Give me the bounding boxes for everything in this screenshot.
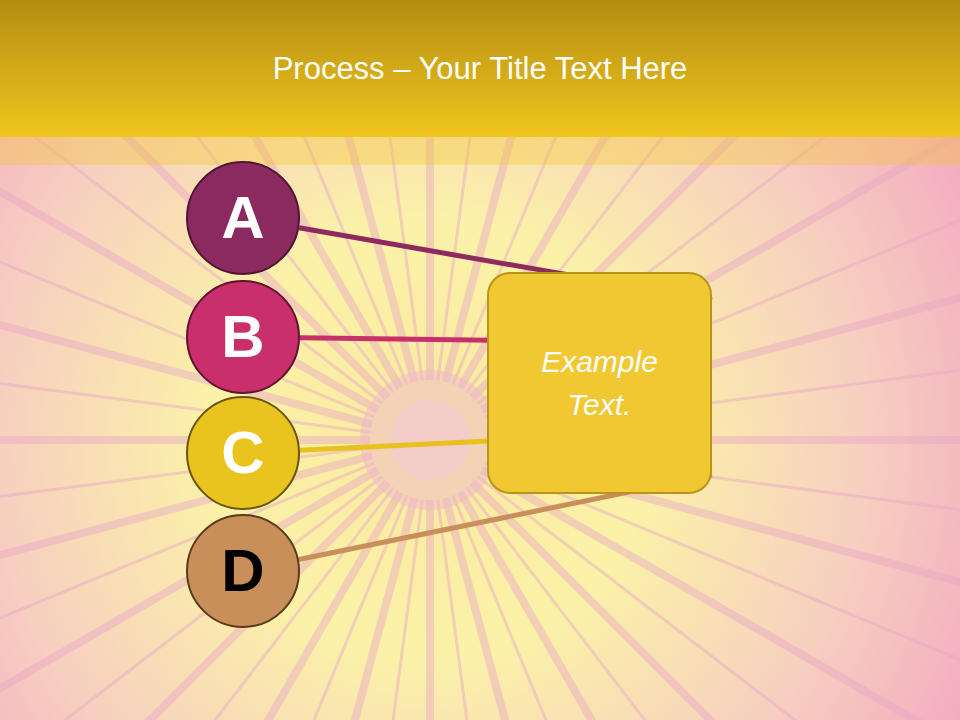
process-box: Example Text. [487,272,712,494]
background-ray [0,436,370,444]
background-ray [0,349,371,433]
box-text: Example Text. [525,340,674,427]
background-ray [0,448,371,532]
background-ray [485,463,960,708]
circle-shape [187,515,299,627]
step-circle: B [186,280,300,394]
background-ray [438,499,522,720]
circle-shape [187,281,299,393]
step-letter: D [221,541,264,601]
slide-title: Process – Your Title Text Here [0,0,960,137]
step-letter: A [221,188,264,248]
step-letter: B [221,307,264,367]
background-ray [0,477,382,720]
step-letter: C [221,423,264,483]
background-ray [453,495,698,720]
step-circle: C [186,396,300,510]
step-circle: D [186,514,300,628]
background-ray [0,463,375,708]
circle-shape [187,162,299,274]
step-circle: A [186,161,300,275]
background-ray [4,488,394,720]
background-ray [446,498,612,720]
circle-shape [187,397,299,509]
box-shape [488,273,711,493]
background-ray [0,456,372,622]
background-ray [472,482,925,720]
background-ray [460,492,780,720]
node-outline [487,272,712,494]
